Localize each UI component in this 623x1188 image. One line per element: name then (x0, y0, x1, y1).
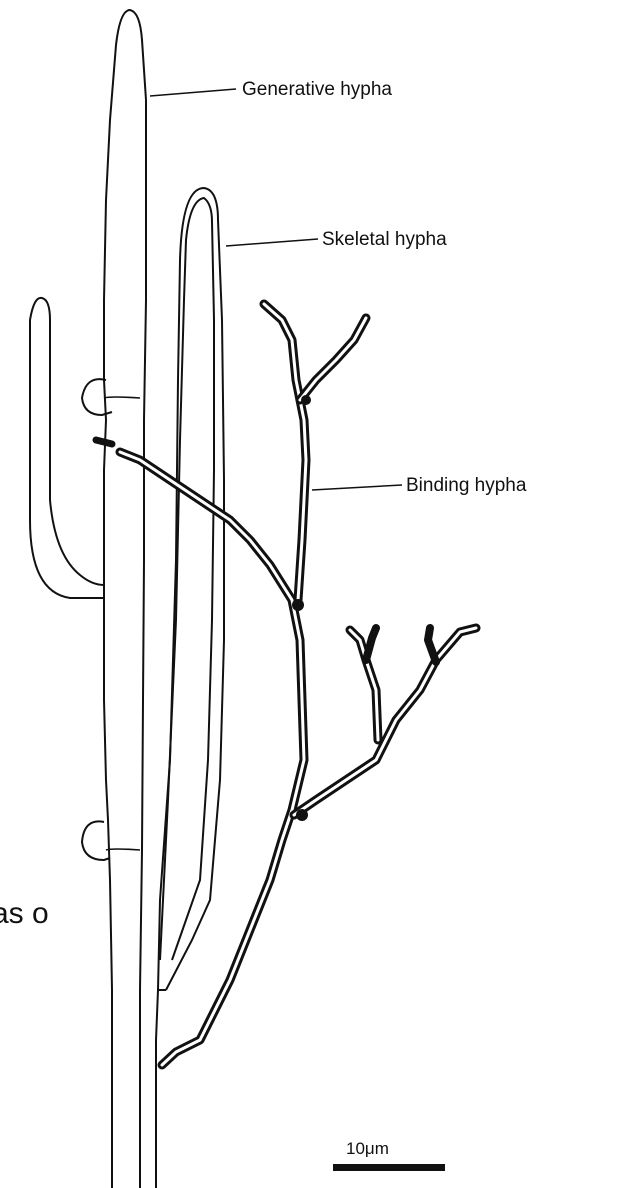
label-binding-hypha: Binding hypha (406, 475, 527, 496)
skeletal-hypha (158, 188, 224, 990)
cropped-caption-fragment: as o (0, 897, 70, 937)
scale-bar-line (333, 1164, 445, 1171)
label-skeletal-hypha: Skeletal hypha (322, 229, 447, 250)
binding-hypha (96, 304, 476, 1065)
leader-binding (312, 485, 402, 490)
label-generative-hypha: Generative hypha (242, 79, 392, 100)
generative-hypha (30, 10, 166, 1188)
leader-skeletal (226, 239, 318, 246)
leader-lines (150, 89, 402, 490)
scale-bar-label: 10μm (346, 1139, 389, 1158)
scale-bar: 10μm (333, 1139, 445, 1171)
leader-generative (150, 89, 236, 96)
cropped-caption-text: as o (0, 897, 49, 931)
